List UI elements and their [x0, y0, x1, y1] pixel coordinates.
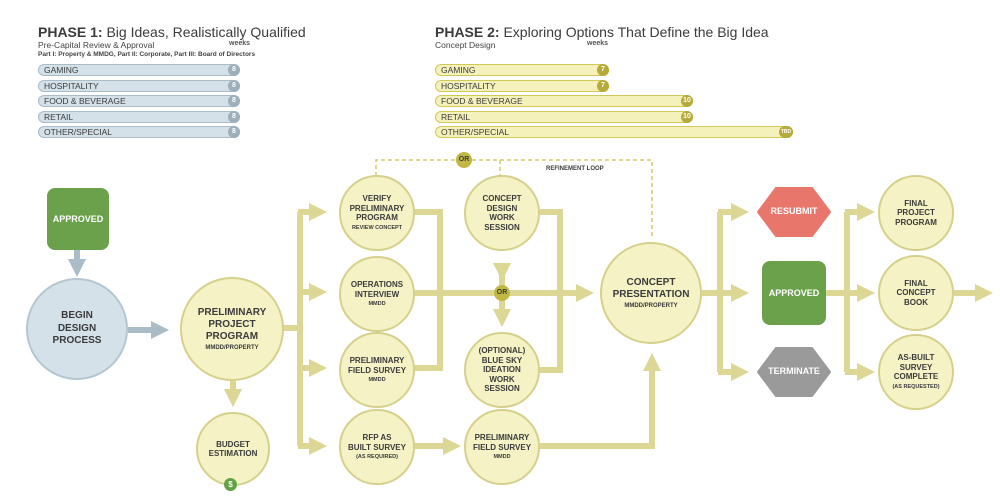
blue-sky-ideation-node: (OPTIONAL) BLUE SKY IDEATION WORK SESSIO…: [464, 332, 540, 408]
phase1-label: PHASE 1:: [38, 24, 103, 40]
node-title: BEGIN DESIGN PROCESS: [52, 310, 102, 347]
node-title: AS-BUILT SURVEY COMPLETE: [893, 353, 939, 382]
weeks-badge: 7: [597, 64, 609, 76]
node-title: CONCEPT DESIGN WORK SESSION: [482, 194, 522, 232]
or-middle-badge: OR: [494, 285, 510, 301]
phase1-bar-food-beverage: FOOD & BEVERAGE 8: [38, 95, 240, 107]
node-subtitle: MMDD/PROPERTY: [205, 344, 259, 351]
weeks-badge: TBD: [779, 126, 793, 138]
weeks-badge: 8: [228, 95, 240, 107]
bar-label: HOSPITALITY: [44, 81, 99, 91]
node-subtitle: (AS REQUIRED): [356, 454, 398, 460]
phase2-title-text: Exploring Options That Define the Big Id…: [499, 24, 769, 40]
verify-preliminary-program-node: VERIFY PRELIMINARY PROGRAM REVIEW CONCEP…: [339, 175, 415, 251]
weeks-badge: 10: [681, 95, 693, 107]
bar-label: FOOD & BEVERAGE: [44, 96, 126, 106]
phase2-subtitle: Concept Design: [435, 40, 496, 50]
weeks-badge: 8: [228, 111, 240, 123]
bar-label: RETAIL: [441, 112, 471, 122]
bar-label: RETAIL: [44, 112, 74, 122]
node-subtitle: REVIEW CONCEPT: [351, 224, 403, 231]
node-title: FINAL CONCEPT BOOK: [896, 278, 936, 307]
final-concept-book-node: FINAL CONCEPT BOOK: [878, 255, 954, 331]
resubmit-label: RESUBMIT: [770, 206, 818, 216]
node-title: CONCEPT PRESENTATION: [612, 276, 690, 300]
node-title: (OPTIONAL) BLUE SKY IDEATION WORK SESSIO…: [478, 346, 526, 394]
phase1-weeks-label: weeks: [229, 40, 251, 47]
phase2-bar-other-special: OTHER/SPECIAL TBD: [435, 126, 793, 138]
phase1-bar-retail: RETAIL 8: [38, 111, 240, 123]
approved-end: APPROVED: [762, 261, 826, 325]
phase1-bar-other-special: OTHER/SPECIAL 8: [38, 126, 240, 138]
rfp-as-built-survey-node: RFP AS BUILT SURVEY (AS REQUIRED): [339, 409, 415, 485]
phase1-title-text: Big Ideas, Realistically Qualified: [102, 24, 306, 40]
weeks-badge: 8: [228, 126, 240, 138]
terminate-label: TERMINATE: [768, 366, 820, 376]
resubmit-shape: [757, 187, 831, 237]
bar-label: OTHER/SPECIAL: [44, 127, 113, 137]
node-subtitle: MMDD: [493, 454, 511, 460]
concept-presentation-node: CONCEPT PRESENTATION MMDD/PROPERTY: [600, 242, 702, 344]
bar-label: FOOD & BEVERAGE: [441, 96, 523, 106]
node-subtitle: (AS REQUESTED): [892, 383, 940, 390]
node-subtitle: MMDD: [368, 301, 386, 307]
weeks-badge: 10: [681, 111, 693, 123]
node-title: PRELIMINARY FIELD SURVEY: [472, 433, 532, 452]
node-subtitle: MMDD: [368, 377, 386, 383]
node-title: PRELIMINARY FIELD SURVEY: [347, 356, 407, 375]
concept-design-work-session-node: CONCEPT DESIGN WORK SESSION: [464, 175, 540, 251]
phase2-bar-gaming: GAMING 7: [435, 64, 609, 76]
phase2-bar-hospitality: HOSPITALITY 7: [435, 80, 609, 92]
phase1-subtitle: Pre-Capital Review & Approval: [38, 40, 155, 50]
phase2-weeks-label: weeks: [587, 40, 609, 47]
refinement-loop-label: REFINEMENT LOOP: [546, 166, 604, 172]
budget-estimation-node: BUDGET ESTIMATION: [196, 412, 270, 486]
phase2-label: PHASE 2:: [435, 24, 500, 40]
approved-start: APPROVED: [47, 188, 109, 250]
node-subtitle: MMDD/PROPERTY: [624, 302, 678, 309]
final-project-program-node: FINAL PROJECT PROGRAM: [878, 175, 954, 251]
node-title: RFP AS BUILT SURVEY: [348, 433, 406, 452]
phase2-bar-retail: RETAIL 10: [435, 111, 693, 123]
node-title: OPERATIONS INTERVIEW: [350, 280, 404, 299]
bar-label: GAMING: [44, 65, 79, 75]
bar-label: GAMING: [441, 65, 476, 75]
node-title: FINAL PROJECT PROGRAM: [895, 198, 937, 227]
dollar-icon: $: [224, 478, 237, 491]
phase2-bar-food-beverage: FOOD & BEVERAGE 10: [435, 95, 693, 107]
preliminary-project-program-node: PRELIMINARY PROJECT PROGRAM MMDD/PROPERT…: [180, 277, 284, 381]
resubmit-diamond: RESUBMIT: [756, 186, 832, 238]
phase1-bar-hospitality: HOSPITALITY 8: [38, 80, 240, 92]
weeks-badge: 8: [228, 80, 240, 92]
phase1-parts: Part I: Property & MMDG, Part II: Corpor…: [38, 51, 256, 58]
operations-interview-node: OPERATIONS INTERVIEW MMDD: [339, 256, 415, 332]
weeks-badge: 8: [228, 64, 240, 76]
phase1-bar-gaming: GAMING 8: [38, 64, 240, 76]
bar-label: OTHER/SPECIAL: [441, 127, 510, 137]
node-title: PRELIMINARY PROJECT PROGRAM: [197, 306, 267, 342]
as-built-survey-complete-node: AS-BUILT SURVEY COMPLETE (AS REQUESTED): [878, 334, 954, 410]
preliminary-field-survey-2-node: PRELIMINARY FIELD SURVEY MMDD: [464, 409, 540, 485]
terminate-shape: [757, 347, 831, 397]
node-title: VERIFY PRELIMINARY PROGRAM: [349, 194, 405, 223]
bar-label: HOSPITALITY: [441, 81, 496, 91]
begin-design-process-node: BEGIN DESIGN PROCESS: [26, 278, 128, 380]
preliminary-field-survey-node: PRELIMINARY FIELD SURVEY MMDD: [339, 332, 415, 408]
weeks-badge: 7: [597, 80, 609, 92]
phase2-title: PHASE 2: Exploring Options That Define t…: [435, 24, 769, 40]
terminate-diamond: TERMINATE: [756, 346, 832, 398]
phase1-title: PHASE 1: Big Ideas, Realistically Qualif…: [38, 24, 306, 40]
or-top-badge: OR: [456, 152, 472, 168]
node-title: BUDGET ESTIMATION: [208, 439, 258, 459]
